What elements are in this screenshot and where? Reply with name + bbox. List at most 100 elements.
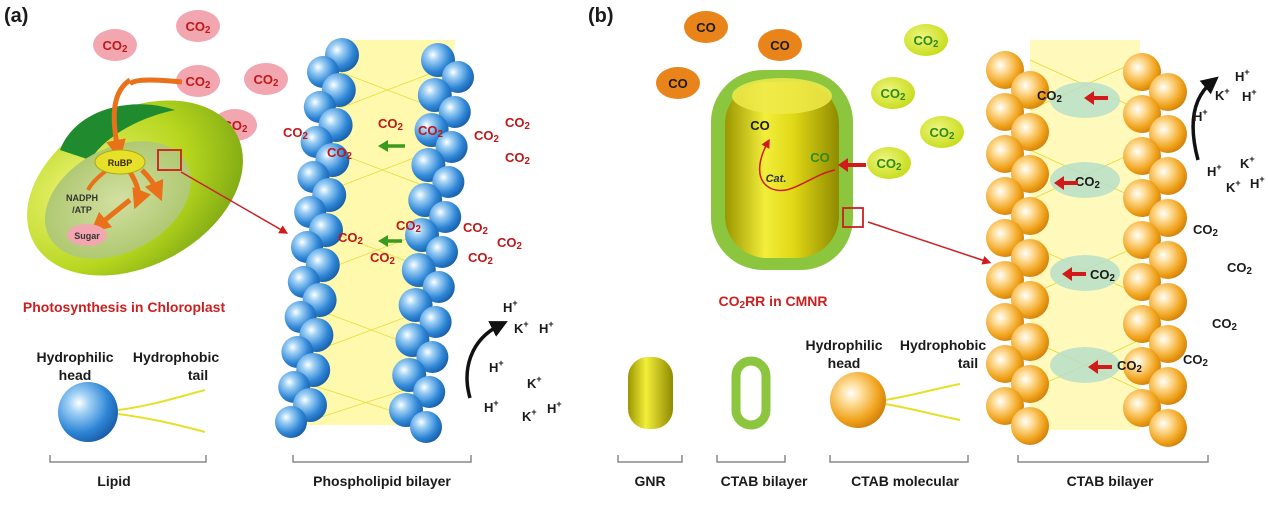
- co2-label: CO2: [418, 123, 444, 140]
- bilayer-sphere: [426, 236, 458, 268]
- bilayer-sphere: [1011, 113, 1049, 151]
- svg-text:K+: K+: [514, 319, 529, 336]
- svg-text:CO2: CO2: [103, 38, 129, 55]
- co2-label: CO2: [1227, 260, 1253, 277]
- cmnr-caption: CO2RR in CMNR: [719, 293, 828, 311]
- hydrophilic-label: Hydrophilic: [36, 349, 113, 365]
- gold-nanorod-illustration: CO CO2 Cat.: [711, 70, 992, 270]
- svg-text:H+: H+: [503, 298, 518, 315]
- co2-label: CO2: [283, 125, 309, 142]
- svg-text:CO2: CO2: [186, 19, 212, 36]
- co-product-label: CO: [750, 118, 770, 133]
- bilayer-sphere: [1011, 197, 1049, 235]
- bilayer-sphere: [275, 406, 307, 438]
- svg-text:CO2: CO2: [186, 74, 212, 91]
- bilayer-sphere: [1149, 325, 1187, 363]
- co2-label: CO2: [468, 250, 494, 267]
- svg-text:K+: K+: [522, 407, 537, 424]
- co-bubble: CO: [656, 67, 700, 99]
- chloroplast-illustration: RuBP NADPH /ATP Sugar: [27, 77, 289, 276]
- svg-text:K+: K+: [1226, 178, 1241, 195]
- bilayer-sphere: [435, 131, 468, 163]
- co2-bubble: CO2: [93, 29, 137, 61]
- gnr-icon: [628, 357, 673, 429]
- co2-bubble: CO2: [244, 63, 288, 95]
- bilayer-sphere: [1011, 71, 1049, 109]
- ctab-bilayer-label: CTAB bilayer: [1067, 473, 1154, 489]
- head-label: head: [59, 367, 92, 383]
- bilayer-sphere: [442, 61, 474, 93]
- ctab-flow-arrows: [1054, 91, 1112, 374]
- conversion-arrow: [758, 138, 836, 192]
- bilayer-sphere: [1011, 155, 1049, 193]
- co2-label: CO2: [1075, 174, 1101, 191]
- nadph-label: NADPH: [66, 193, 98, 203]
- phospholipid-bilayer-label: Phospholipid bilayer: [313, 473, 451, 489]
- lipid-label: Lipid: [97, 473, 130, 489]
- svg-text:CO2: CO2: [914, 33, 940, 50]
- phospholipid-bilayer: [275, 38, 474, 443]
- bilayer-sphere: [1123, 305, 1161, 343]
- svg-text:H+: H+: [1207, 162, 1222, 179]
- bilayer-sphere: [429, 201, 462, 233]
- lipid-head-icon: [58, 382, 118, 442]
- co2-label: CO2: [370, 250, 396, 267]
- svg-text:K+: K+: [1215, 86, 1230, 103]
- bilayer-sphere: [1123, 347, 1161, 385]
- co-bubble: CO: [684, 11, 728, 43]
- co2-label: CO2: [327, 145, 353, 162]
- co2-label: CO2: [474, 128, 500, 145]
- bilayer-a-co2-labels: CO2 CO2 CO2 CO2 CO2 CO2 CO2 CO2 CO2 CO2 …: [283, 115, 531, 267]
- ctab-molecular-label: CTAB molecular: [851, 473, 959, 489]
- co2-label: CO2: [1117, 358, 1143, 375]
- co2-label: CO2: [463, 220, 489, 237]
- head-label-b: head: [828, 355, 861, 371]
- bilayer-sphere: [1149, 115, 1187, 153]
- svg-text:H+: H+: [484, 398, 499, 415]
- bilayer-sphere: [1123, 179, 1161, 217]
- bilayer-sphere: [419, 306, 452, 338]
- catalyst-label: Cat.: [766, 173, 787, 185]
- bilayer-sphere: [1149, 367, 1187, 405]
- ctab-bilayer-icon: [731, 356, 771, 430]
- ion-exchange-arrow-a: [465, 321, 508, 399]
- co2-label: CO2: [1193, 222, 1219, 239]
- hydrophilic-label-b: Hydrophilic: [805, 337, 882, 353]
- bilayer-sphere: [438, 96, 471, 128]
- bilayer-sphere: [1149, 73, 1187, 111]
- svg-text:K+: K+: [527, 374, 542, 391]
- bilayer-b-inner-leaflet: [1123, 53, 1187, 447]
- bilayer-sphere: [1123, 53, 1161, 91]
- svg-text:CO: CO: [668, 76, 688, 91]
- hydrophobic-label: Hydrophobic: [133, 349, 220, 365]
- co2-label: CO2: [1037, 88, 1063, 105]
- ion-labels-b: H+ K+ H+ H+ K+ H+ K+ H+: [1193, 67, 1265, 195]
- co2-label: CO2: [1183, 352, 1209, 369]
- bilayer-sphere: [1149, 283, 1187, 321]
- svg-text:H+: H+: [539, 319, 554, 336]
- zoom-arrow-b: [867, 221, 992, 265]
- bilayer-a-outer-leaflet: [275, 38, 359, 438]
- zoom-box-b: [842, 207, 864, 228]
- bilayer-sphere: [1149, 157, 1187, 195]
- svg-text:H+: H+: [1250, 174, 1265, 191]
- co2-bubble: CO2: [867, 147, 911, 179]
- hydrophobic-label-b: Hydrophobic: [900, 337, 987, 353]
- co-bubbles: CO CO CO: [656, 11, 802, 99]
- zoom-arrow-a: [180, 171, 289, 234]
- bilayer-sphere: [1011, 407, 1049, 445]
- svg-text:CO: CO: [770, 38, 790, 53]
- panel-label-b: (b): [588, 5, 614, 27]
- bilayer-sphere: [1123, 389, 1161, 427]
- ctab-bilayer: [986, 40, 1187, 447]
- bilayer-b-co2-labels: CO2 CO2 CO2 CO2 CO2 CO2 CO2 CO2: [1037, 88, 1253, 375]
- bilayer-sphere: [1149, 199, 1187, 237]
- co2-label: CO2: [338, 230, 364, 247]
- tail-label: tail: [188, 367, 208, 383]
- gnr-label: GNR: [634, 473, 665, 489]
- co2-label: CO2: [497, 235, 523, 252]
- panel-label-a: (a): [4, 5, 28, 27]
- ion-labels-a: H+ K+ H+ H+ K+ H+ K+ H+: [484, 298, 562, 424]
- chloroplast-caption: Photosynthesis in Chloroplast: [23, 299, 226, 315]
